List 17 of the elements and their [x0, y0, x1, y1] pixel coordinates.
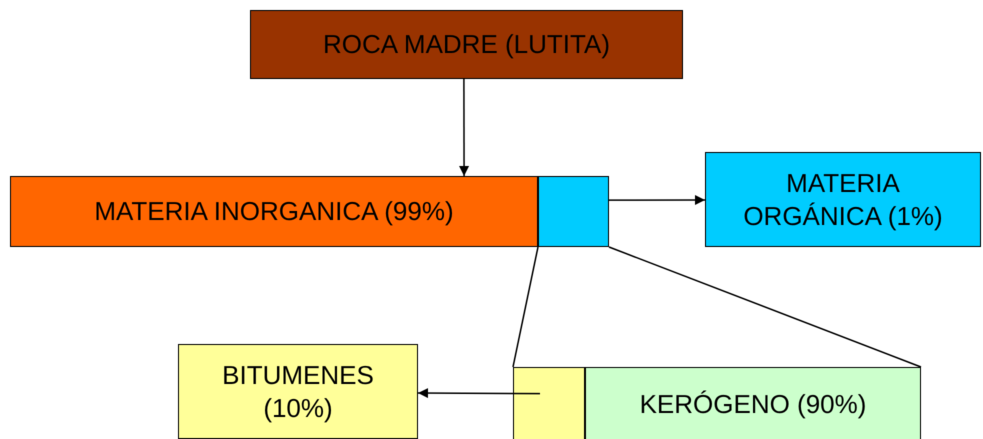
connector-line [608, 246, 922, 368]
arrow [418, 388, 540, 398]
bitumen-fraction-box [513, 367, 585, 439]
box-label: KERÓGENO (90%) [638, 388, 868, 420]
bitumen-box [178, 344, 418, 439]
organic-fraction-box [538, 176, 609, 247]
box-label: ROCA MADRE (LUTITA) [322, 28, 611, 61]
connector-line [512, 246, 539, 368]
arrow [459, 79, 470, 176]
arrow [609, 195, 705, 205]
kerogen-box [585, 367, 921, 439]
box-label: BITUMENES (10%) [221, 358, 375, 424]
inorganic-matter-box [10, 176, 538, 247]
source-rock-box [250, 10, 683, 79]
organic-matter-box [705, 152, 981, 247]
box-label: MATERIA INORGANICA (99%) [93, 195, 455, 228]
box-label: MATERIA ORGÁNICA (1%) [742, 166, 944, 232]
